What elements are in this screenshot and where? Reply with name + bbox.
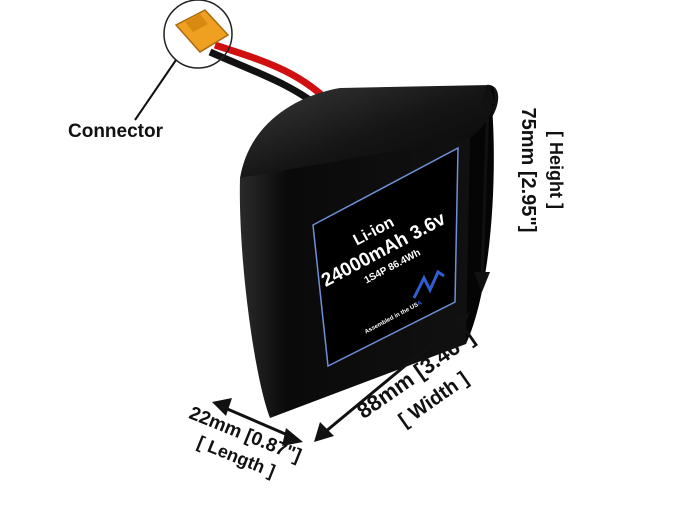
connector-highlight-circle: [163, 0, 233, 69]
battery-top: [240, 85, 499, 185]
xt60-connector: [174, 9, 230, 53]
connector-callout: Connector: [68, 121, 164, 142]
product-label: [312, 146, 459, 368]
connector-leader-line: [134, 59, 177, 121]
height-dimension: 75mm [2.95"]: [517, 107, 539, 232]
length-arrow: [212, 398, 303, 446]
height-arrow: [474, 84, 496, 292]
brand-logo: [412, 269, 445, 299]
width-arrow: [314, 312, 470, 442]
height-label: [ Height ]: [546, 131, 566, 209]
